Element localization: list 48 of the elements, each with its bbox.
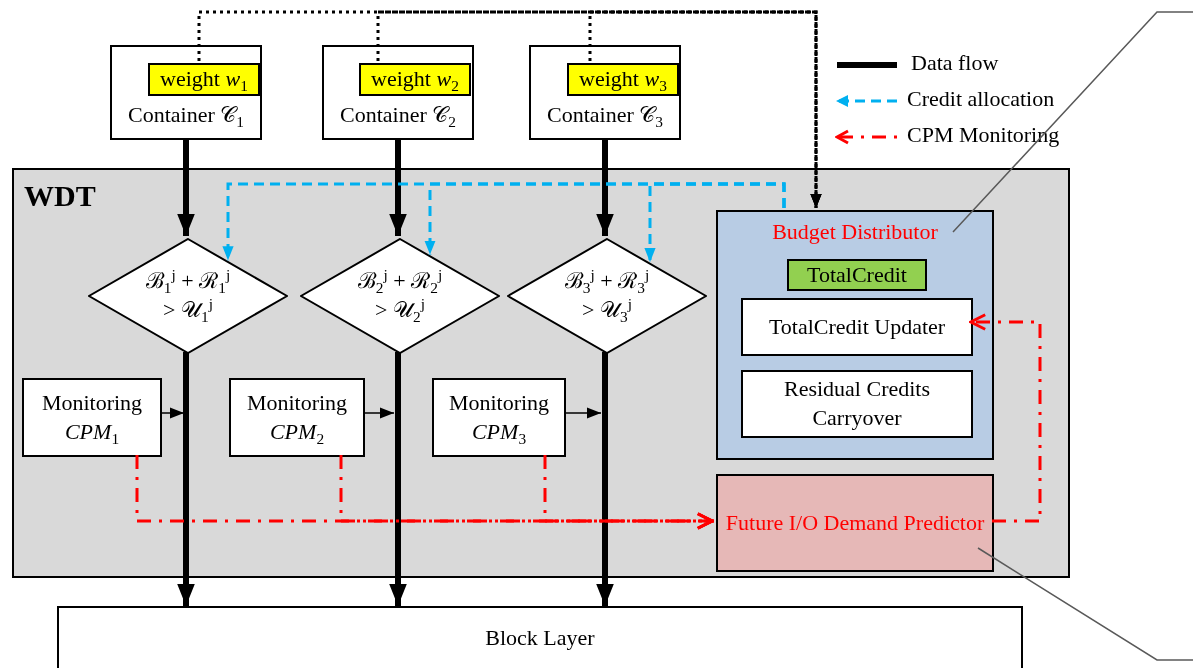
- arrow: [362, 407, 395, 419]
- box-label: Residual Credits Carryover: [782, 375, 931, 432]
- weight-label: weight w$_{2}$: [359, 63, 471, 96]
- weight-label: weight w$_{3}$: [567, 63, 679, 96]
- monitoring-box: [22, 378, 162, 457]
- leader-line: [977, 547, 1193, 661]
- arrow: [563, 407, 602, 419]
- monitoring-box: [229, 378, 365, 457]
- container-box: [110, 45, 262, 140]
- process-box: [57, 606, 1023, 668]
- box-label: Future I/O Demand Predictor: [725, 508, 985, 537]
- monitoring-label: Monitoring CPM$_{3}$: [447, 388, 551, 447]
- decision-diamond: [88, 238, 288, 354]
- container-label: Container 𝒞$_{1}$: [128, 101, 244, 130]
- arrow: [644, 182, 786, 263]
- container-label: Container 𝒞$_{3}$: [547, 101, 663, 130]
- legend-label: Data flow: [911, 50, 999, 76]
- container-box: [322, 45, 474, 140]
- monitoring-label: Monitoring CPM$_{2}$: [245, 388, 349, 447]
- arrow: [177, 140, 195, 236]
- process-box: [741, 298, 973, 356]
- decision-diamond: [507, 238, 707, 354]
- arrow: [596, 352, 614, 606]
- box-label: TotalCredit Updater: [768, 312, 946, 341]
- legend-label: Credit allocation: [907, 86, 1055, 112]
- arrow: [389, 352, 407, 606]
- decision-diamond: [300, 238, 500, 354]
- predictor-box: [716, 474, 994, 572]
- box-label: Block Layer: [485, 623, 595, 652]
- arrow: [543, 455, 714, 530]
- arrow: [596, 140, 614, 236]
- budget-distributor-panel: [716, 210, 994, 460]
- process-box: [741, 370, 973, 438]
- container-box: [529, 45, 681, 140]
- monitoring-label: Monitoring CPM$_{1}$: [40, 388, 144, 447]
- arrow: [177, 352, 195, 606]
- panel-title: Budget Distributor: [771, 218, 939, 246]
- arrow: [389, 140, 407, 236]
- arrow: [159, 407, 185, 419]
- leader-line: [952, 11, 1193, 233]
- total-credit-label: TotalCredit: [787, 259, 927, 291]
- arrow: [588, 10, 822, 208]
- monitoring-box: [432, 378, 566, 457]
- weight-label: weight w$_{1}$: [148, 63, 260, 96]
- arrow: [969, 313, 1042, 523]
- wdt-panel: [12, 168, 1070, 578]
- container-label: Container 𝒞$_{2}$: [340, 101, 456, 130]
- panel-title: WDT: [24, 178, 96, 214]
